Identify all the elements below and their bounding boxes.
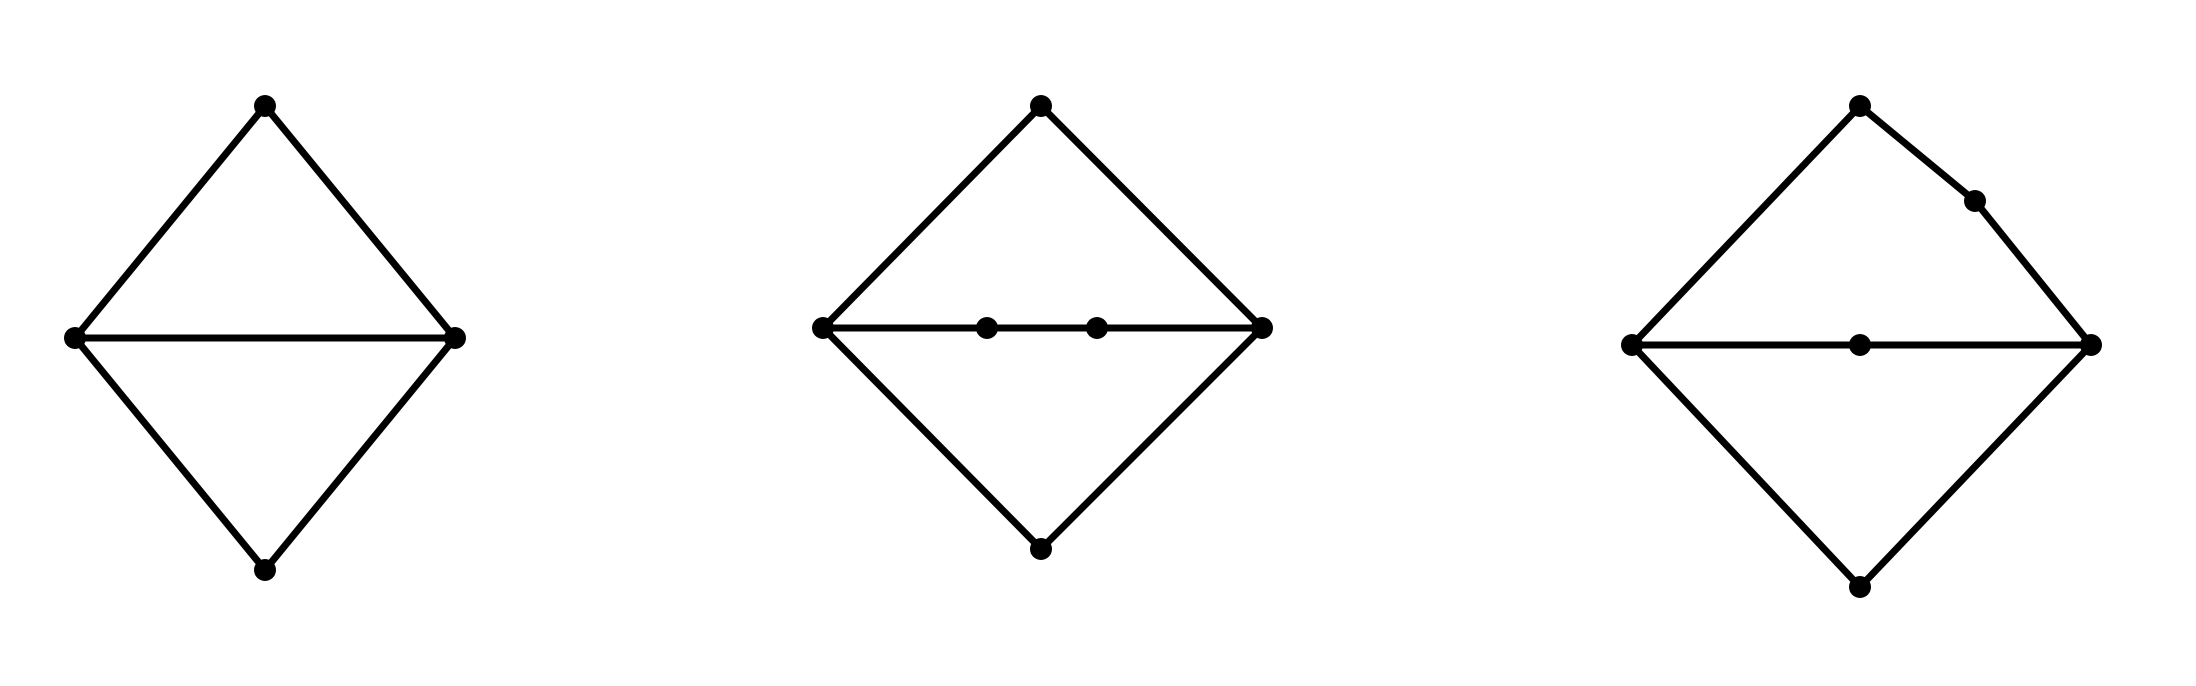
graph-3-edge-left-bottom — [1628, 341, 1864, 591]
graph-3-node-left — [1621, 334, 1643, 356]
graph-2-node-mid-b — [1086, 317, 1108, 339]
graph-3-edge-upper-right-right — [1971, 197, 2095, 349]
graph-1-node-left — [64, 327, 86, 349]
graph-3-node-mid — [1849, 334, 1871, 356]
graph-2-edge-top-left — [819, 102, 1045, 332]
graph-2-edge-top-right — [1037, 102, 1266, 332]
graph-3-node-top — [1849, 95, 1871, 117]
graph-1-edge-top-left — [71, 102, 269, 342]
graph-2-edge-left-bottom — [819, 324, 1045, 553]
graph-1-edge-left-bottom — [71, 334, 269, 574]
graph-3-edge-top-left — [1628, 102, 1864, 349]
graph-1-node-top — [254, 95, 276, 117]
graph-2-node-right — [1251, 317, 1273, 339]
graph-3-edge-right-bottom — [1856, 341, 2095, 591]
graph-3 — [1621, 95, 2102, 598]
graph-1-edge-top-right — [261, 102, 459, 342]
graph-2-node-left — [812, 317, 834, 339]
graph-2-node-top — [1030, 95, 1052, 117]
graph-3-node-upper-right — [1964, 190, 1986, 212]
graph-3-node-bottom — [1849, 576, 1871, 598]
graph-3-edge-top-upper-right — [1856, 102, 1979, 205]
graph-3-node-right — [2080, 334, 2102, 356]
graph-1 — [64, 95, 466, 581]
graph-1-node-right — [444, 327, 466, 349]
graph-2 — [812, 95, 1273, 560]
graph-2-node-mid-a — [976, 317, 998, 339]
graph-1-node-bottom — [254, 559, 276, 581]
graph-1-edge-right-bottom — [261, 334, 459, 574]
graph-2-edge-right-bottom — [1037, 324, 1266, 553]
graph-2-node-bottom — [1030, 538, 1052, 560]
